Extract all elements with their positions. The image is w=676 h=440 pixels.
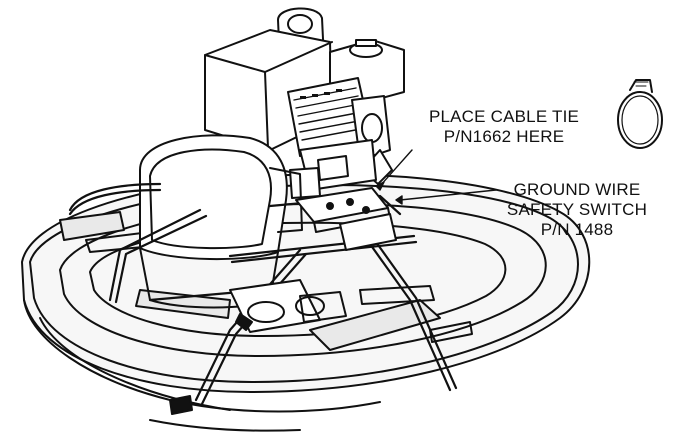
cable-tie-callout-line-1: PLACE CABLE TIE	[428, 107, 580, 126]
engine-housing	[204, 7, 405, 199]
leader-lines	[375, 149, 497, 205]
gearbox	[229, 187, 397, 333]
cable-tie-icon	[617, 79, 663, 149]
ground-wire-callout-line-2: SAFETY SWITCH	[506, 200, 648, 219]
cable-tie-callout: PLACE CABLE TIE P/N1662 HERE	[414, 107, 594, 147]
ground-wire-callout-line-1: GROUND WIRE	[513, 180, 641, 199]
ground-wire-callout: GROUND WIRE SAFETY SWITCH P/N 1488	[480, 180, 674, 240]
cable-tie-callout-line-2: P/N1662 HERE	[443, 127, 565, 146]
pan-plates	[59, 211, 473, 415]
ground-wire-callout-line-3: P/N 1488	[540, 220, 614, 239]
